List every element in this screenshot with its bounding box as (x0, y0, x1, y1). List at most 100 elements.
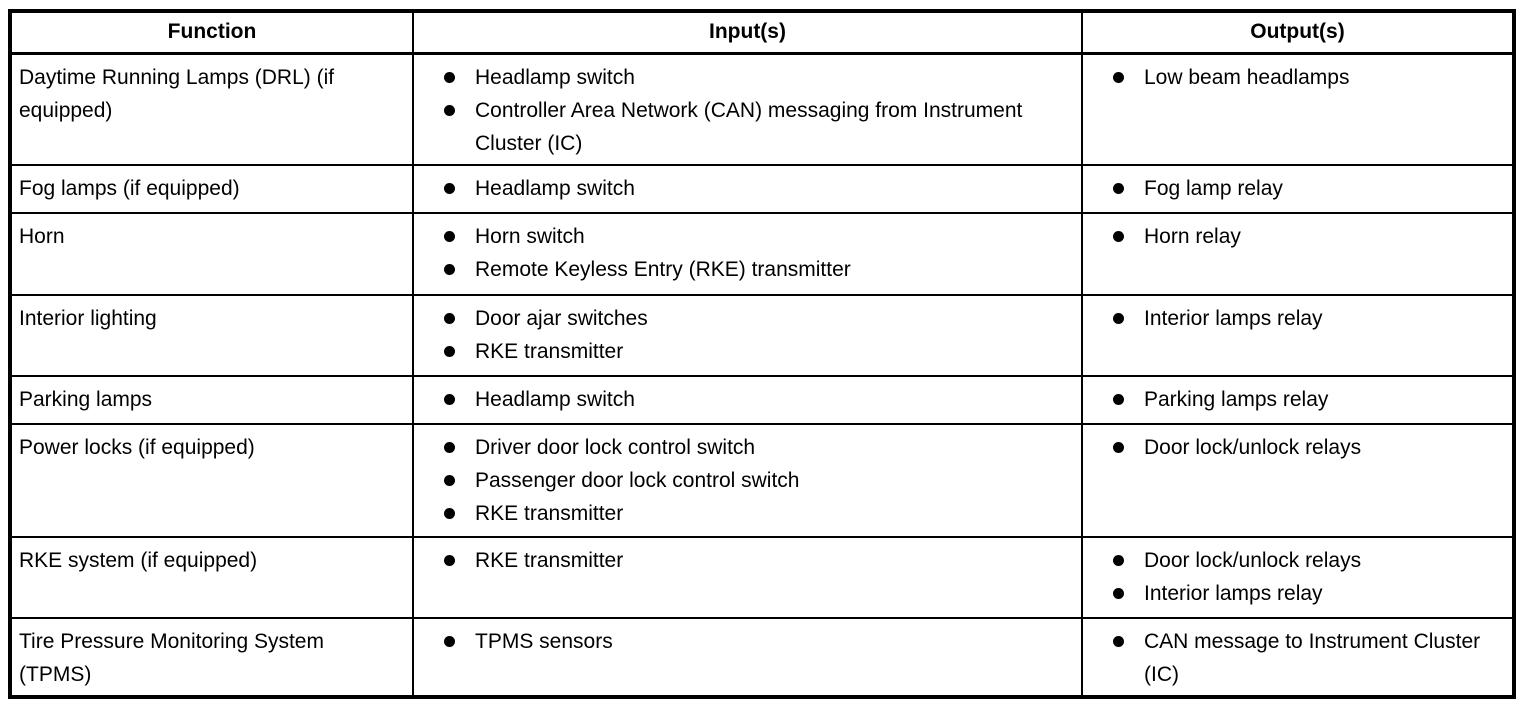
input-item-text: Headlamp switch (475, 65, 635, 89)
output-item-text: Door lock/unlock relays (1144, 435, 1362, 459)
output-item-text: Fog lamp relay (1144, 176, 1283, 200)
bullet-icon (444, 441, 455, 453)
list-item: CAN message to Instrument Cluster (IC) (1113, 625, 1502, 691)
bullet-icon (444, 104, 455, 116)
input-item-text: RKE transmitter (475, 339, 624, 363)
function-cell: Parking lamps (9, 374, 414, 425)
inputs-cell: Driver door lock control switch Passenge… (412, 422, 1083, 538)
bullet-icon (1113, 71, 1124, 83)
input-item-text: Remote Keyless Entry (RKE) transmitter (475, 257, 851, 281)
list-item: Door lock/unlock relays (1113, 544, 1502, 577)
list-item: Driver door lock control switch (444, 431, 1071, 464)
input-item-text: Driver door lock control switch (475, 435, 756, 459)
bullet-icon (444, 345, 455, 357)
list-item: Headlamp switch (444, 172, 1071, 205)
list-item: Parking lamps relay (1113, 383, 1502, 416)
input-item-text: Passenger door lock control switch (475, 468, 800, 492)
input-item-text: TPMS sensors (475, 629, 613, 653)
bullet-icon (1113, 312, 1124, 324)
list-item: Door ajar switches (444, 302, 1071, 335)
function-cell: Fog lamps (if equipped) (9, 163, 414, 214)
bullet-icon (1113, 441, 1124, 453)
inputs-cell: TPMS sensors (412, 616, 1083, 698)
bullet-icon (444, 230, 455, 242)
output-item-text: Parking lamps relay (1144, 387, 1329, 411)
input-item-text: Horn switch (475, 224, 585, 248)
output-item-text: Low beam headlamps (1144, 65, 1350, 89)
list-item: Door lock/unlock relays (1113, 431, 1502, 464)
inputs-cell: Headlamp switch (412, 163, 1083, 214)
output-item-text: Interior lamps relay (1144, 581, 1323, 605)
input-item-text: Headlamp switch (475, 176, 635, 200)
list-item: Fog lamp relay (1113, 172, 1502, 205)
table-row-horn: Horn Horn switch Remote Keyless Entry (R… (9, 211, 1515, 296)
outputs-cell: Low beam headlamps (1081, 52, 1515, 166)
function-cell: Power locks (if equipped) (9, 422, 414, 538)
table-row-power-locks: Power locks (if equipped) Driver door lo… (9, 422, 1515, 538)
inputs-cell: Headlamp switch Controller Area Network … (412, 52, 1083, 166)
table-row-rke-system: RKE system (if equipped) RKE transmitter… (9, 535, 1515, 619)
function-cell: Tire Pressure Monitoring System (TPMS) (9, 616, 414, 698)
header-row: Function Input(s) Output(s) (9, 10, 1515, 55)
list-item: Horn switch (444, 220, 1071, 253)
list-item: Passenger door lock control switch (444, 464, 1071, 497)
input-item-text: RKE transmitter (475, 501, 624, 525)
inputs-cell: RKE transmitter (412, 535, 1083, 619)
list-item: Interior lamps relay (1113, 577, 1502, 610)
outputs-cell: Fog lamp relay (1081, 163, 1515, 214)
bullet-icon (444, 635, 455, 647)
column-header-outputs: Output(s) (1081, 10, 1515, 55)
list-item: TPMS sensors (444, 625, 1071, 658)
list-item: Headlamp switch (444, 383, 1071, 416)
list-item: Horn relay (1113, 220, 1502, 253)
outputs-cell: Parking lamps relay (1081, 374, 1515, 425)
bullet-icon (444, 263, 455, 275)
function-cell: Horn (9, 211, 414, 296)
bullet-icon (1113, 587, 1124, 599)
output-item-text: Interior lamps relay (1144, 306, 1323, 330)
outputs-cell: Horn relay (1081, 211, 1515, 296)
function-io-table: Function Input(s) Output(s) Daytime Runn… (8, 9, 1516, 699)
list-item: Interior lamps relay (1113, 302, 1502, 335)
list-item: Low beam headlamps (1113, 61, 1502, 94)
output-item-text: CAN message to Instrument Cluster (IC) (1144, 629, 1481, 686)
input-item-text: RKE transmitter (475, 548, 624, 572)
inputs-cell: Horn switch Remote Keyless Entry (RKE) t… (412, 211, 1083, 296)
outputs-cell: CAN message to Instrument Cluster (IC) (1081, 616, 1515, 698)
output-item-text: Horn relay (1144, 224, 1241, 248)
input-item-text: Controller Area Network (CAN) messaging … (475, 98, 1023, 155)
bullet-icon (1113, 230, 1124, 242)
outputs-cell: Door lock/unlock relays (1081, 422, 1515, 538)
column-header-function: Function (9, 10, 414, 55)
list-item: RKE transmitter (444, 544, 1071, 577)
table-row-fog-lamps: Fog lamps (if equipped) Headlamp switch … (9, 163, 1515, 214)
bullet-icon (444, 71, 455, 83)
bullet-icon (444, 554, 455, 566)
bullet-icon (1113, 635, 1124, 647)
bullet-icon (1113, 182, 1124, 194)
inputs-cell: Headlamp switch (412, 374, 1083, 425)
input-item-text: Headlamp switch (475, 387, 635, 411)
bullet-icon (444, 312, 455, 324)
list-item: Remote Keyless Entry (RKE) transmitter (444, 253, 1071, 286)
list-item: RKE transmitter (444, 497, 1071, 530)
inputs-cell: Door ajar switches RKE transmitter (412, 293, 1083, 377)
list-item: RKE transmitter (444, 335, 1071, 368)
bullet-icon (444, 474, 455, 486)
input-item-text: Door ajar switches (475, 306, 648, 330)
output-item-text: Door lock/unlock relays (1144, 548, 1362, 572)
bullet-icon (444, 393, 455, 405)
outputs-cell: Door lock/unlock relays Interior lamps r… (1081, 535, 1515, 619)
table-row-interior-lighting: Interior lighting Door ajar switches RKE… (9, 293, 1515, 377)
bullet-icon (444, 182, 455, 194)
function-cell: RKE system (if equipped) (9, 535, 414, 619)
bullet-icon (1113, 554, 1124, 566)
function-cell: Daytime Running Lamps (DRL) (if equipped… (9, 52, 414, 166)
list-item: Controller Area Network (CAN) messaging … (444, 94, 1071, 160)
table-row-tpms: Tire Pressure Monitoring System (TPMS) T… (9, 616, 1515, 698)
list-item: Headlamp switch (444, 61, 1071, 94)
bullet-icon (444, 507, 455, 519)
table-row-drl: Daytime Running Lamps (DRL) (if equipped… (9, 52, 1515, 166)
bullet-icon (1113, 393, 1124, 405)
